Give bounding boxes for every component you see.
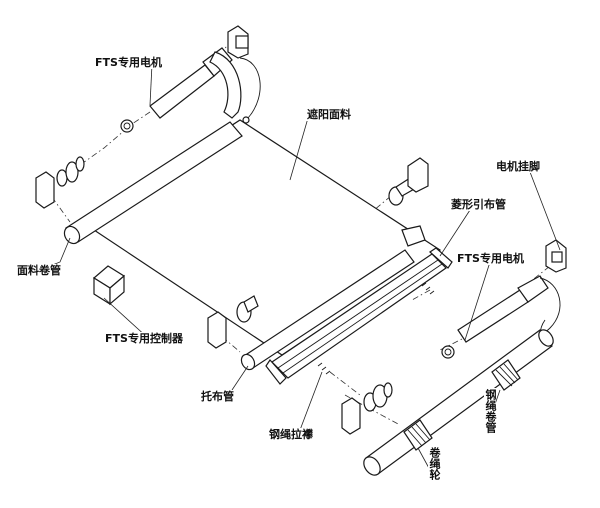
- right-motor: [441, 275, 561, 359]
- right-end-bearing: [388, 157, 429, 206]
- support-tube: [240, 249, 415, 371]
- top-motor-bracket: [227, 25, 249, 59]
- label-shade-fabric: 遮阳面料: [306, 108, 352, 121]
- right-motor-bracket: [545, 239, 567, 273]
- fabric-roll-tube: [63, 121, 426, 247]
- label-fts-motor-top: FTS专用电机: [94, 56, 163, 69]
- left-lower-bracket: [207, 295, 259, 349]
- label-diamond-tube: 菱形引布管: [450, 198, 507, 211]
- rope-tube-end-bracket: [341, 382, 393, 435]
- rope-bar-marks: [317, 282, 435, 375]
- rope-roll-tube: [363, 329, 554, 476]
- diamond-guide-tube: [265, 247, 453, 385]
- label-fts-motor-right: FTS专用电机: [456, 252, 525, 265]
- left-end-bracket: [35, 156, 85, 209]
- label-fabric-roll-tube: 面料卷管: [16, 264, 62, 277]
- top-motor: [120, 47, 261, 133]
- label-rope-roll-tube: 钢绳卷管: [484, 388, 497, 434]
- shade-fabric: [80, 119, 442, 356]
- label-support-tube: 托布管: [200, 390, 235, 403]
- label-rope-wheel: 卷绳轮: [428, 446, 441, 481]
- label-rope-bar: 钢绳拉襻: [268, 428, 314, 441]
- controller-box: [92, 265, 126, 306]
- label-motor-bracket: 电机挂脚: [495, 160, 541, 173]
- label-fts-controller: FTS专用控制器: [104, 332, 184, 345]
